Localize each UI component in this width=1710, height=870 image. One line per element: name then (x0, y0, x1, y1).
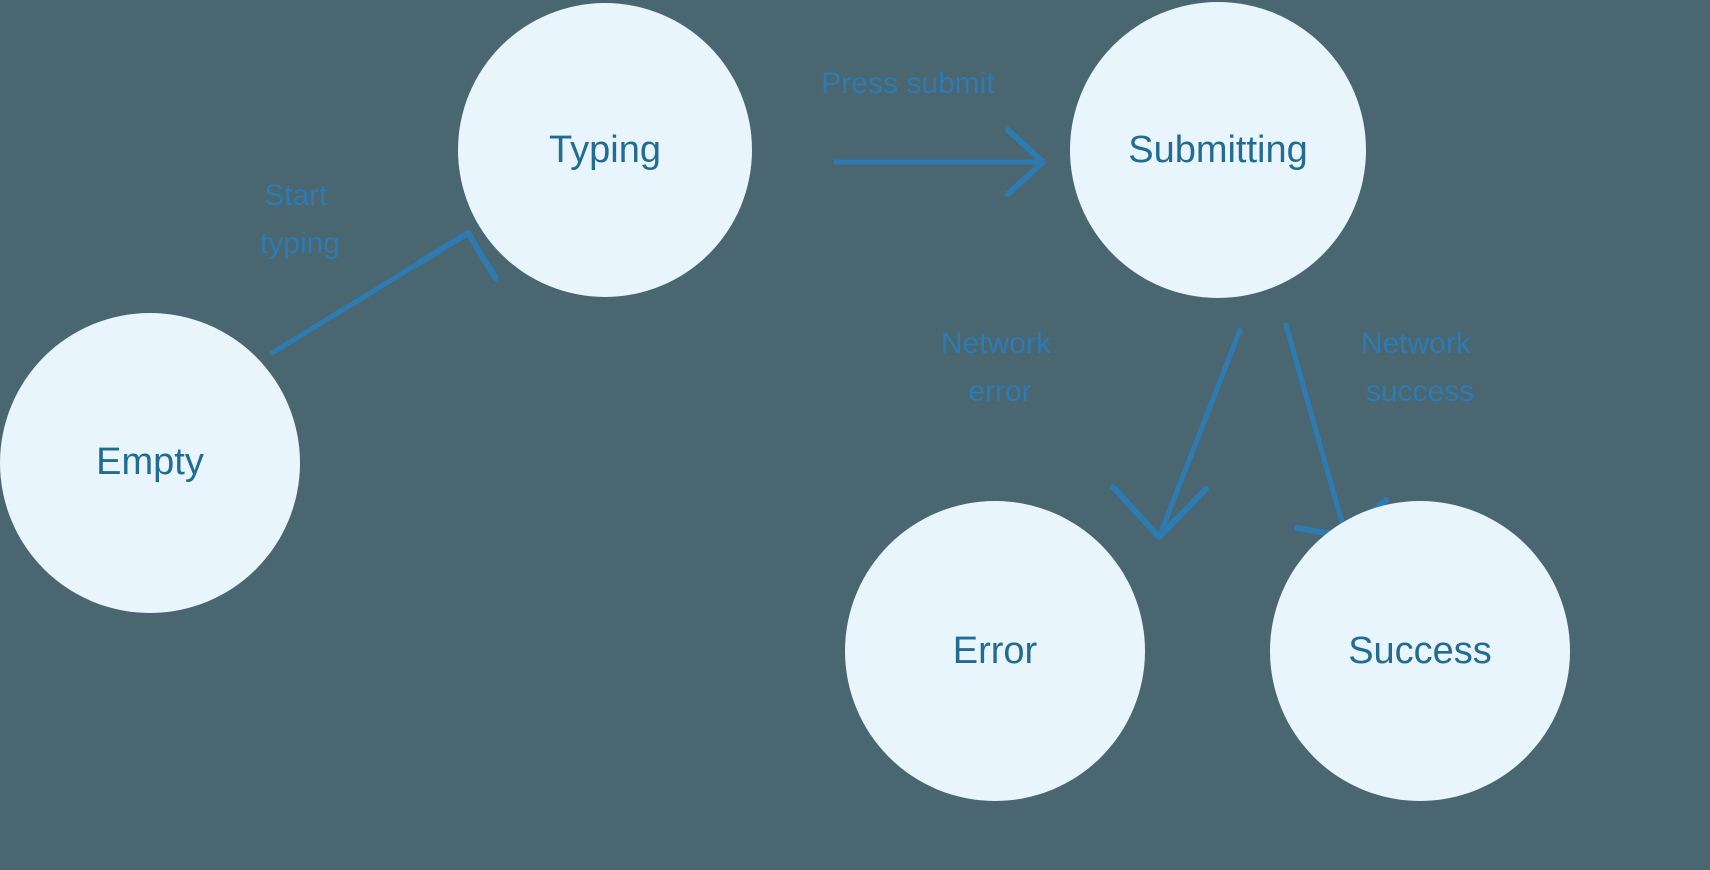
edge-network-error: Network error (941, 327, 1243, 540)
node-typing[interactable]: Typing (458, 3, 752, 297)
node-error-circle[interactable] (845, 501, 1145, 801)
edge-network-error-label-line-2: error (968, 375, 1031, 408)
edge-network-error-line (1157, 327, 1243, 538)
edge-start-typing-label-line-1: Start (264, 179, 328, 212)
node-empty-circle[interactable] (0, 313, 300, 613)
node-success-circle[interactable] (1270, 501, 1570, 801)
node-empty[interactable]: Empty (0, 313, 300, 613)
edge-press-submit-arrowhead (1005, 127, 1046, 197)
node-empty-label: Empty (96, 441, 204, 483)
edge-network-success-line (1283, 322, 1348, 536)
node-submitting[interactable]: Submitting (1070, 2, 1366, 298)
edge-network-error-label: Network error (941, 327, 1059, 408)
node-typing-label: Typing (549, 129, 661, 171)
node-success-label: Success (1348, 630, 1492, 672)
edge-network-success-label: Network success (1361, 327, 1479, 408)
edge-press-submit-label: Press submit (821, 67, 995, 100)
edge-network-error-arrowhead (1110, 484, 1209, 540)
edge-press-submit-label-line-1: Press submit (821, 67, 995, 100)
edge-network-error-label-line-1: Network (941, 327, 1052, 360)
node-error-label: Error (953, 630, 1038, 672)
edge-start-typing-label: Start typing (260, 179, 340, 260)
node-typing-circle[interactable] (458, 3, 752, 297)
edge-network-success-label-line-1: Network (1361, 327, 1472, 360)
edge-start-typing-label-line-2: typing (260, 227, 340, 260)
node-success[interactable]: Success (1270, 501, 1570, 801)
edge-press-submit: Press submit (821, 67, 1046, 197)
node-error[interactable]: Error (845, 501, 1145, 801)
edge-network-success-label-line-2: success (1366, 375, 1474, 408)
edge-start-typing: Start typing (260, 179, 499, 356)
node-submitting-label: Submitting (1128, 129, 1308, 171)
edge-start-typing-arrowhead (417, 230, 499, 282)
node-submitting-circle[interactable] (1070, 2, 1366, 298)
